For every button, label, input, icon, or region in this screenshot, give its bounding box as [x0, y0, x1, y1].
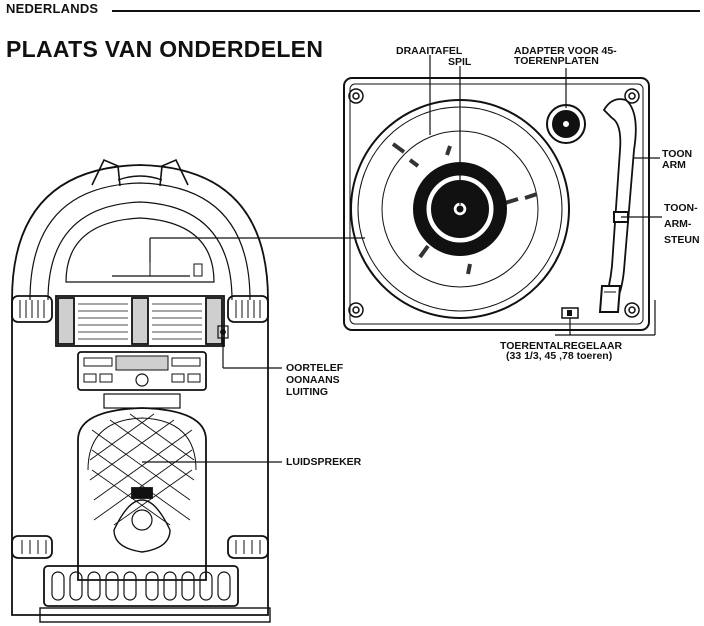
corner-screw-icon — [348, 88, 640, 318]
turntable-leader-lines — [429, 55, 662, 336]
front-ornament — [113, 499, 171, 553]
label-tone-arm: TOON ARM — [662, 148, 693, 171]
bass-grille — [43, 565, 239, 607]
label-spindle: SPIL — [448, 56, 472, 68]
jukebox-leader-lines — [142, 237, 365, 463]
selection-panel — [55, 295, 225, 347]
section-language-header: NEDERLANDS — [6, 1, 99, 16]
cartridge — [598, 285, 622, 313]
label-speaker: LUIDSPREKER — [286, 456, 362, 468]
label-adapter: ADAPTER VOOR 45- TOERENPLATEN — [514, 45, 617, 67]
label-arm-rest: TOON- ARM- STEUN — [664, 202, 700, 246]
jukebox-cabinet — [11, 164, 269, 616]
left-column-light — [11, 295, 53, 323]
volume-knob-icon — [135, 373, 149, 387]
jukebox-base — [39, 607, 271, 623]
cassette-slot — [103, 393, 181, 409]
label-earphone-jack: OORTELEF OONAANS LUITING — [286, 362, 344, 398]
page-title: PLAATS VAN ONDERDELEN — [6, 36, 324, 62]
right-column-light — [227, 295, 269, 323]
turntable-base — [343, 77, 650, 331]
label-turntable: DRAAITAFEL — [396, 45, 463, 57]
record-window — [65, 217, 215, 283]
control-panel — [77, 351, 207, 391]
display — [115, 355, 169, 371]
jukebox-top-ornament — [91, 158, 121, 187]
tone-arm — [602, 98, 637, 308]
speaker-grille — [77, 407, 207, 581]
label-speed-selector: TOERENTALREGELAAR (33 1/3, 45 ,78 toeren… — [500, 340, 623, 362]
header-rule — [112, 10, 700, 12]
jukebox-unit — [11, 158, 271, 623]
turntable-unit — [343, 77, 650, 331]
